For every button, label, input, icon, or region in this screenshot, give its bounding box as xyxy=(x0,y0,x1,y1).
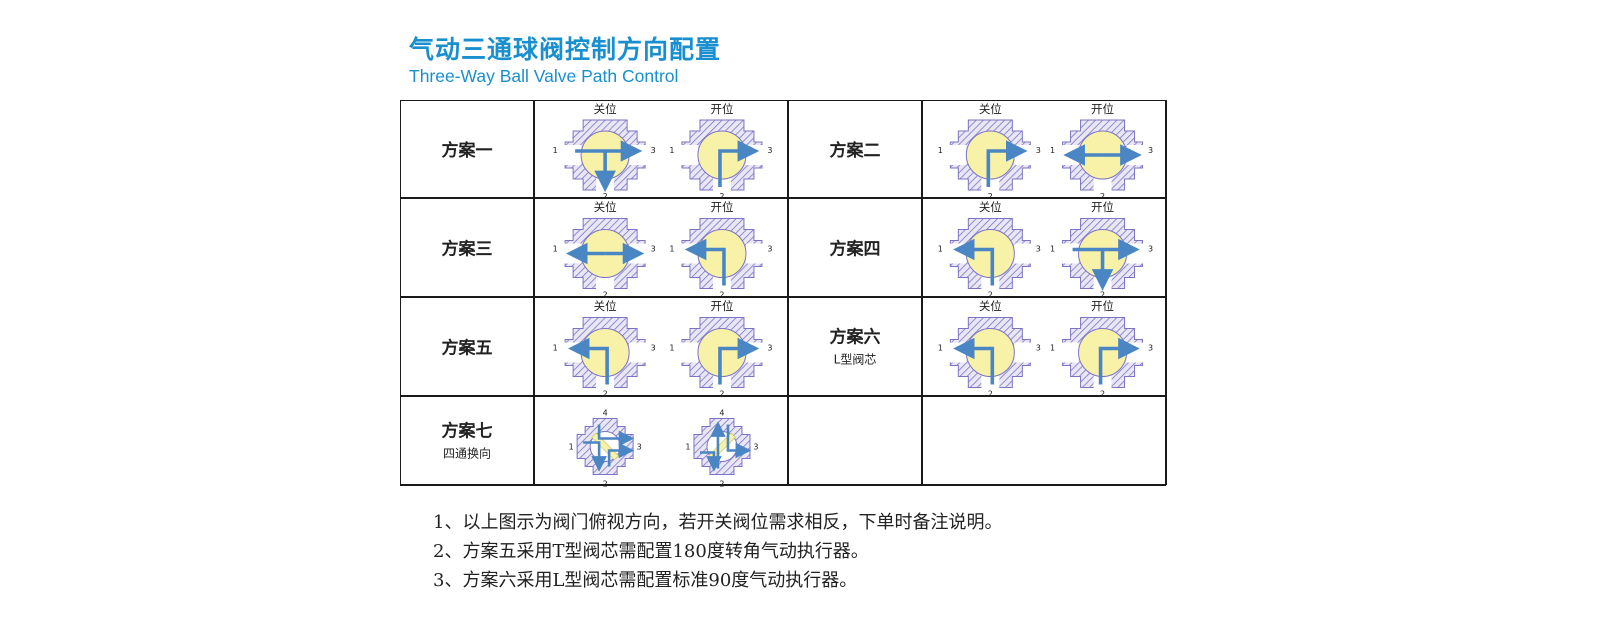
open-position-label: 开位 xyxy=(710,200,733,214)
port-label-1: 1 xyxy=(553,344,558,353)
valve-closed-diagram: 1 3 2 4 xyxy=(569,409,642,489)
closed-position-label: 关位 xyxy=(979,200,1002,214)
port-label-2: 2 xyxy=(988,192,993,201)
port-label-1: 1 xyxy=(569,443,574,452)
port-label-3: 3 xyxy=(767,245,772,254)
port-label-1: 1 xyxy=(669,344,674,353)
port-label-2: 2 xyxy=(603,390,608,399)
port-label-2: 2 xyxy=(719,192,724,201)
port-label-3: 3 xyxy=(651,245,656,254)
port-label-2: 2 xyxy=(603,291,608,300)
valve-open-diagram: 1 3 2 xyxy=(669,317,773,399)
scheme-name: 方案四 xyxy=(830,239,881,260)
valve-closed-diagram: 1 3 2 xyxy=(938,317,1041,399)
port-label-2: 2 xyxy=(1100,291,1105,300)
port-label-3: 3 xyxy=(1148,344,1153,353)
port-label-1: 1 xyxy=(1050,245,1055,254)
port-label-3: 3 xyxy=(767,344,772,353)
note-1: 1、以上图示为阀门俯视方向，若开关阀位需求相反，下单时备注说明。 xyxy=(433,512,1003,533)
port-label-1: 1 xyxy=(553,245,558,254)
port-label-3: 3 xyxy=(651,344,656,353)
page-title: 气动三通球阀控制方向配置 xyxy=(409,35,722,64)
port-label-1: 1 xyxy=(938,146,943,155)
valve-open-diagram: 1 3 2 xyxy=(669,218,773,300)
port-label-3: 3 xyxy=(1036,245,1041,254)
port-label-3: 3 xyxy=(651,146,656,155)
scheme-name: 方案五 xyxy=(442,338,493,359)
valve-closed-diagram: 1 3 2 xyxy=(553,218,656,300)
notes-section: 1、以上图示为阀门俯视方向，若开关阀位需求相反，下单时备注说明。 2、方案五采用… xyxy=(433,508,1002,595)
port-label-2: 2 xyxy=(1100,192,1105,201)
port-label-2: 2 xyxy=(719,390,724,399)
port-label-1: 1 xyxy=(553,146,558,155)
port-label-3: 3 xyxy=(767,146,772,155)
scheme-subtitle: L型阀芯 xyxy=(834,353,877,367)
valve-open-diagram: 1 3 2 xyxy=(1050,218,1153,300)
port-label-1: 1 xyxy=(938,245,943,254)
port-label-4: 4 xyxy=(719,409,724,418)
port-label-2: 2 xyxy=(603,480,608,489)
valve-closed-diagram: 1 3 2 xyxy=(938,119,1041,201)
port-label-1: 1 xyxy=(1050,146,1055,155)
port-label-1: 1 xyxy=(685,443,690,452)
port-label-3: 3 xyxy=(637,443,642,452)
closed-position-label: 关位 xyxy=(594,299,617,313)
port-label-2: 2 xyxy=(988,291,993,300)
table-grid-lines xyxy=(400,100,1167,486)
open-position-label: 开位 xyxy=(710,102,733,116)
valve-closed-diagram: 1 3 2 xyxy=(553,119,656,201)
port-label-3: 3 xyxy=(1036,344,1041,353)
port-label-1: 1 xyxy=(669,245,674,254)
scheme-subtitle: 四通换向 xyxy=(443,446,491,461)
open-position-label: 开位 xyxy=(1091,102,1114,116)
note-2: 2、方案五采用T型阀芯需配置180度转角气动执行器。 xyxy=(433,541,869,562)
open-position-label: 开位 xyxy=(710,299,733,313)
port-label-3: 3 xyxy=(753,443,758,452)
scheme-cell-1: 方案一 关位 开位 1 3 2 1 3 2 xyxy=(442,102,773,201)
scheme-cell-5: 方案五 关位 开位 1 3 2 1 3 2 xyxy=(442,299,773,399)
scheme-cell-3: 方案三 关位 开位 1 3 2 1 3 2 xyxy=(442,200,773,300)
scheme-name: 方案三 xyxy=(442,239,493,260)
port-label-2: 2 xyxy=(1100,390,1105,399)
closed-position-label: 关位 xyxy=(594,200,617,214)
port-label-2: 2 xyxy=(603,192,608,201)
valve-open-diagram: 1 3 2 xyxy=(669,119,773,201)
valve-open-diagram: 1 3 2 4 xyxy=(685,409,758,489)
port-label-2: 2 xyxy=(719,291,724,300)
port-label-1: 1 xyxy=(1050,344,1055,353)
valve-closed-diagram: 1 3 2 xyxy=(938,218,1041,300)
scheme-name: 方案一 xyxy=(442,140,493,161)
page-subtitle: Three-Way Ball Valve Path Control xyxy=(409,66,679,86)
port-label-3: 3 xyxy=(1036,146,1041,155)
port-label-3: 3 xyxy=(1148,146,1153,155)
port-label-4: 4 xyxy=(603,409,608,418)
closed-position-label: 关位 xyxy=(979,299,1002,313)
port-label-1: 1 xyxy=(669,146,674,155)
scheme-name: 方案六 xyxy=(830,327,881,348)
valve-closed-diagram: 1 3 2 xyxy=(553,317,656,399)
port-label-1: 1 xyxy=(938,344,943,353)
closed-position-label: 关位 xyxy=(594,102,617,116)
closed-position-label: 关位 xyxy=(979,102,1002,116)
note-3: 3、方案六采用L型阀芯需配置标准90度气动执行器。 xyxy=(433,570,858,591)
valve-open-diagram: 1 3 2 xyxy=(1050,119,1153,201)
open-position-label: 开位 xyxy=(1091,200,1114,214)
scheme-name: 方案七 xyxy=(442,421,493,442)
scheme-name: 方案二 xyxy=(830,140,881,161)
port-label-2: 2 xyxy=(988,390,993,399)
open-position-label: 开位 xyxy=(1091,299,1114,313)
port-label-2: 2 xyxy=(719,480,724,489)
port-label-3: 3 xyxy=(1148,245,1153,254)
valve-open-diagram: 1 3 2 xyxy=(1050,317,1153,399)
